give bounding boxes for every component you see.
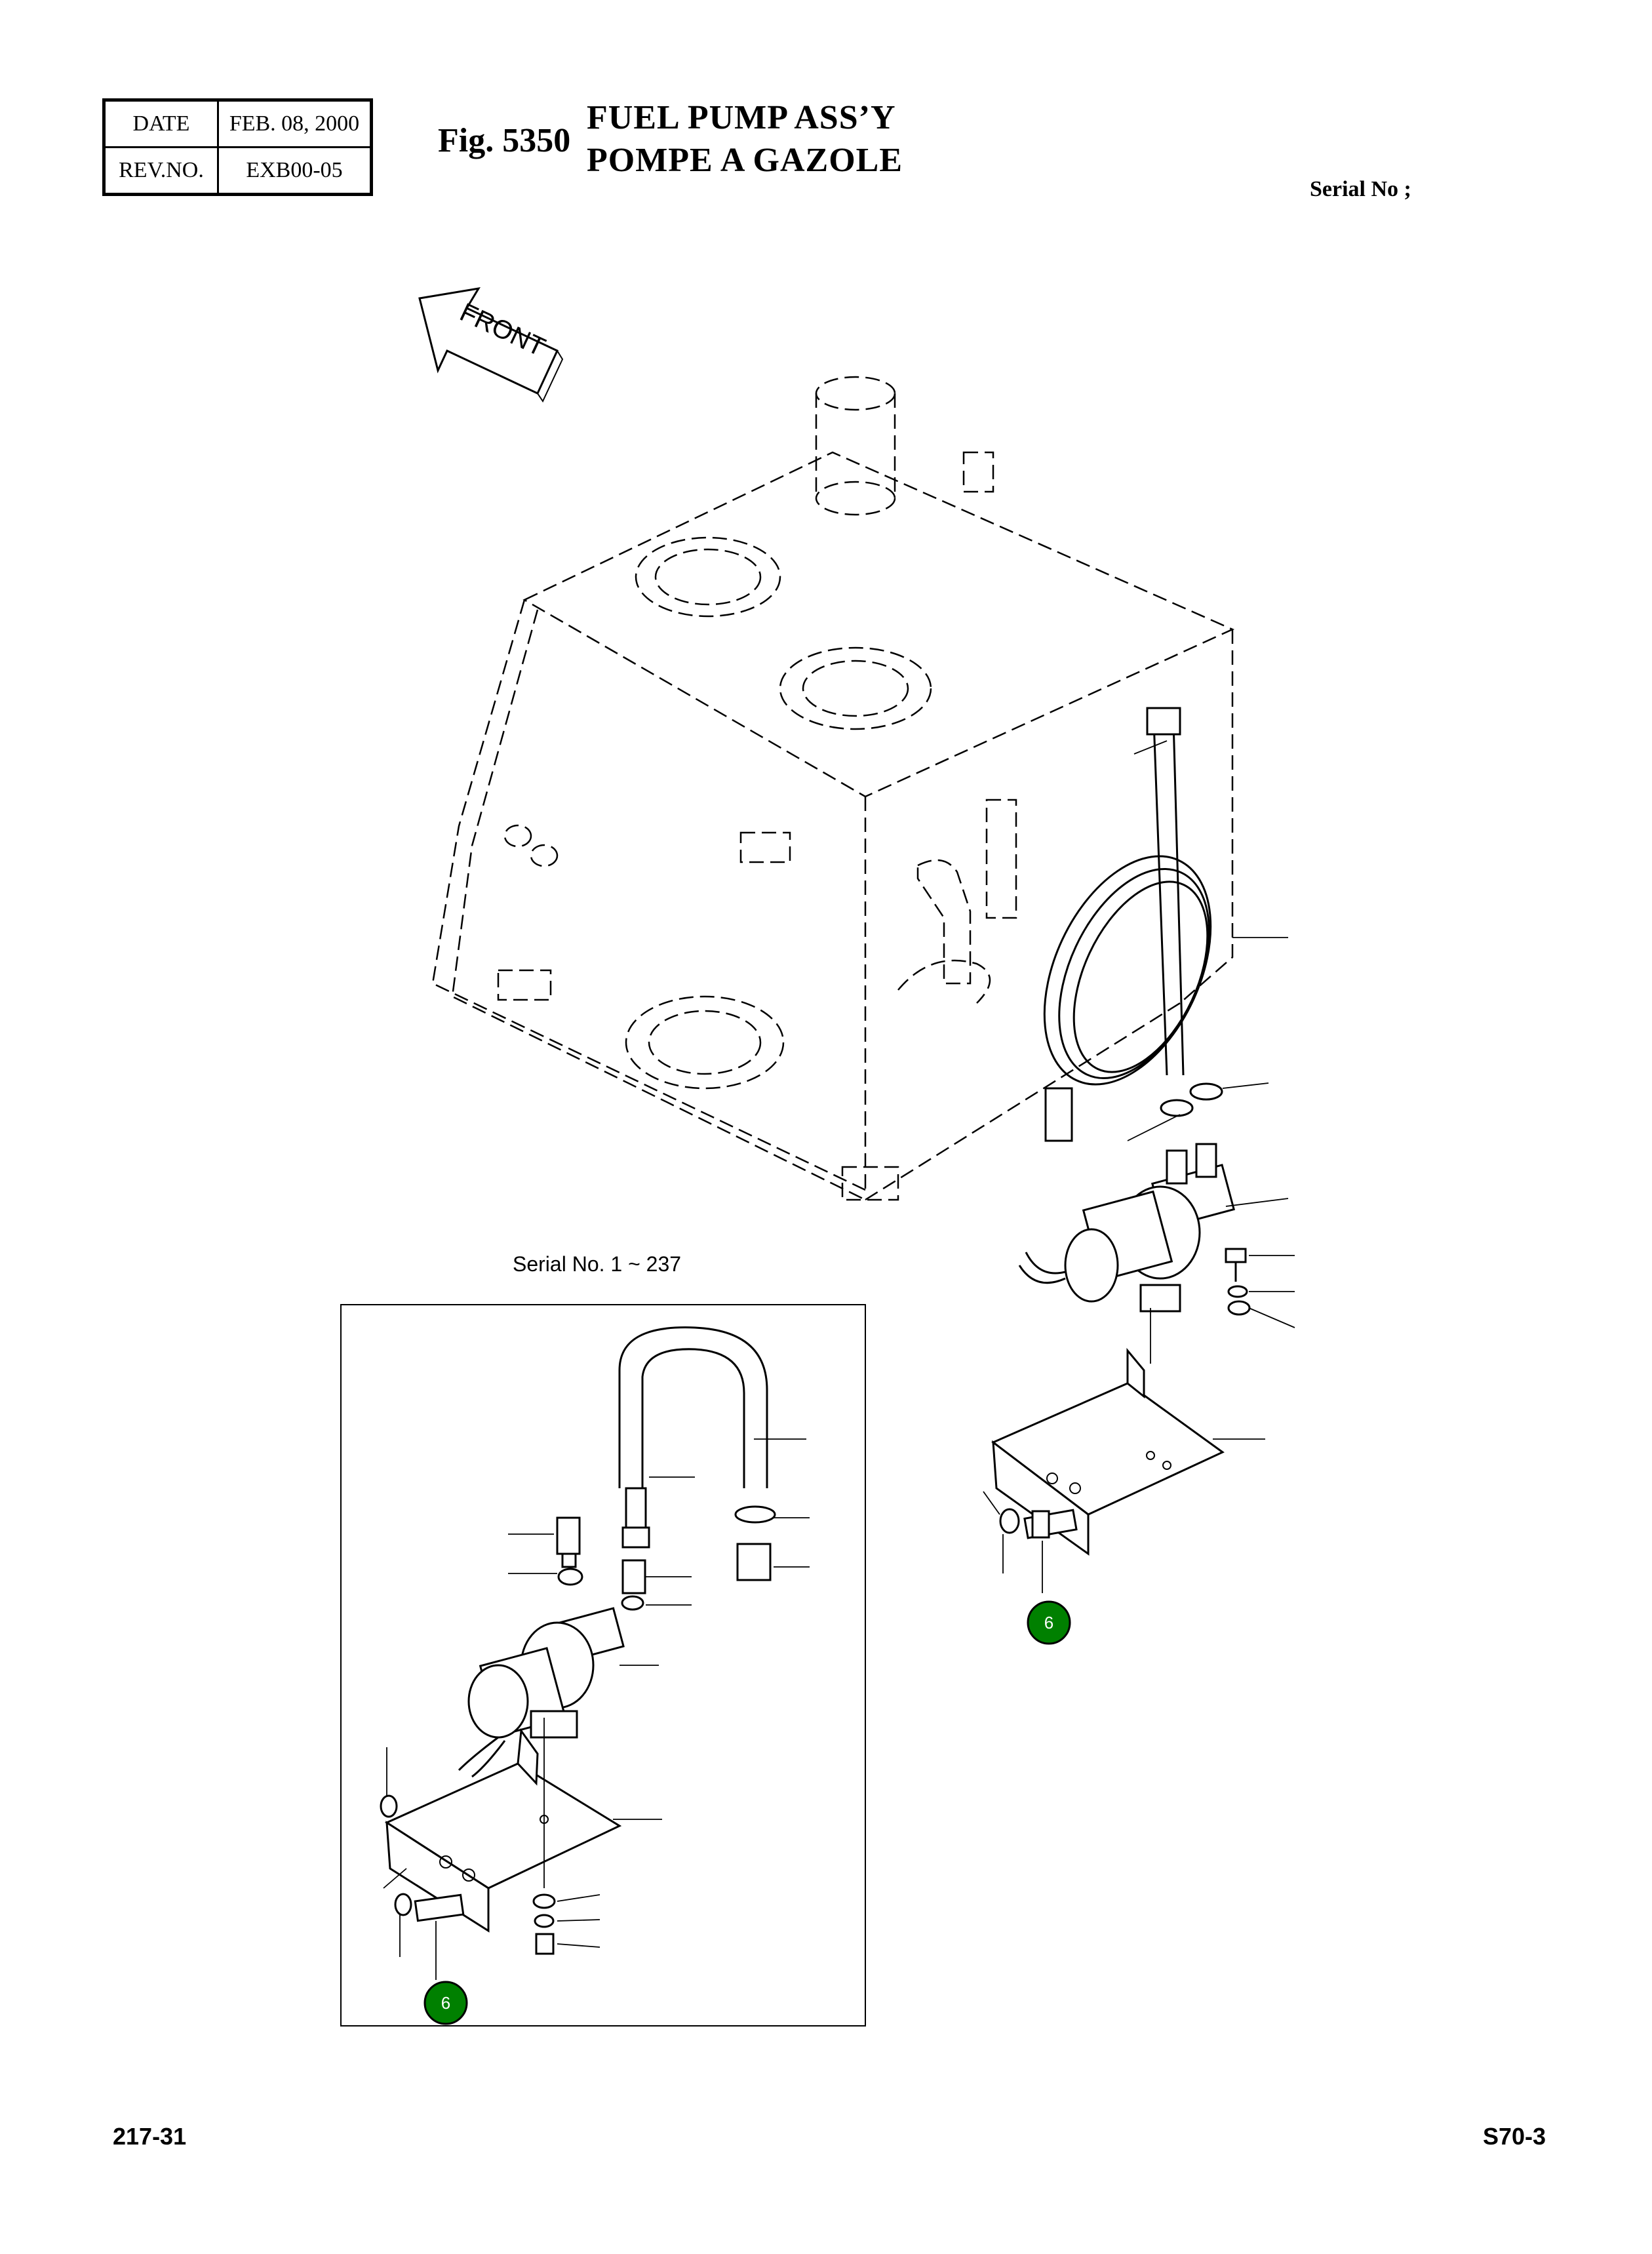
- inset-fuel-pump: [458, 1607, 625, 1778]
- callout-inset: 6: [423, 1981, 468, 2025]
- rev-value: EXB00-05: [217, 146, 372, 195]
- header-info-table: DATE FEB. 08, 2000 REV.NO. EXB00-05: [102, 98, 373, 196]
- leader-lines-inset: [383, 1438, 810, 1980]
- rev-label: REV.NO.: [103, 146, 219, 195]
- callout-main: 6: [1027, 1600, 1071, 1645]
- callout-main-label: 6: [1044, 1613, 1053, 1632]
- footer-page-code: 217-31: [113, 2123, 187, 2150]
- pump-fasteners: [1225, 1248, 1251, 1316]
- title-french: POMPE A GAZOLE: [587, 142, 903, 179]
- footer-section-code: S70-3: [1483, 2123, 1546, 2150]
- inset-fasteners: [380, 1794, 556, 1955]
- leader-lines-main: [983, 740, 1295, 1593]
- hose-clamp: [1160, 1099, 1194, 1117]
- inset-u-hose: [618, 1326, 776, 1581]
- inset-pump-bracket: [384, 1728, 622, 1933]
- figure-number: Fig. 5350: [438, 122, 571, 159]
- inset-serial-range: Serial No. 1 ~ 237: [513, 1252, 682, 1276]
- front-direction-arrow: FRONT: [418, 287, 564, 403]
- fuel-hose-coil: [1043, 707, 1212, 1142]
- inset-frame: [340, 1304, 866, 2027]
- bracket-bolt-main: [999, 1508, 1078, 1539]
- serial-number-label: Serial No ;: [1310, 177, 1411, 201]
- fuel-pump-main: [1018, 1143, 1236, 1313]
- hose-clamp: [1189, 1082, 1223, 1101]
- title-english: FUEL PUMP ASS’Y: [587, 99, 896, 136]
- date-label: DATE: [103, 99, 219, 148]
- callout-inset-label: 6: [441, 1993, 450, 2013]
- inset-fittings: [556, 1516, 646, 1611]
- fuel-tank-outline: [431, 376, 1235, 1201]
- date-value: FEB. 08, 2000: [217, 99, 372, 148]
